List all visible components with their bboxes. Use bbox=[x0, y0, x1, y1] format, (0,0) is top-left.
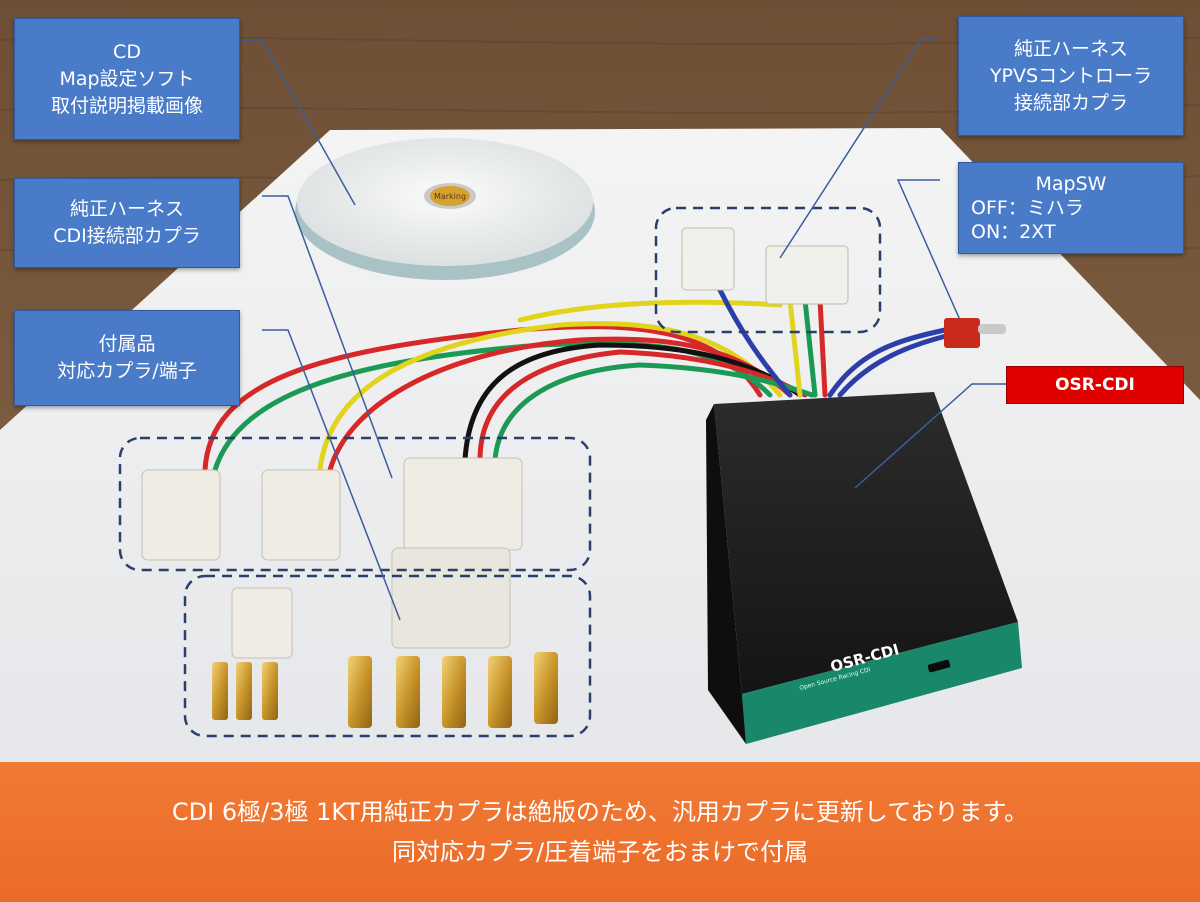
callout-cd-line-3: 取付説明掲載画像 bbox=[50, 94, 203, 117]
callout-ypvs-line-1: 純正ハーネス bbox=[1013, 37, 1128, 60]
osr-cdi-device: OSR-CDI Open Source Racing CDI bbox=[706, 392, 1022, 744]
callout-accessories: 付属品 対応カプラ/端子 bbox=[14, 310, 240, 406]
banner-line-2: 同対応カプラ/圧着端子をおまけで付属 bbox=[391, 838, 809, 866]
svg-text:Marking: Marking bbox=[434, 192, 466, 201]
callout-cd-line-2: Map設定ソフト bbox=[59, 67, 195, 90]
banner-line-1: CDI 6極/3極 1KT用純正カプラは絶版のため、汎用カプラに更新しております… bbox=[171, 798, 1029, 826]
cdi-group-outline bbox=[118, 436, 592, 572]
callout-osr-cdi: OSR-CDI bbox=[1006, 366, 1184, 404]
connector-6pin-female bbox=[391, 547, 511, 649]
map-switch bbox=[944, 318, 980, 348]
callout-cd: CD Map設定ソフト 取付説明掲載画像 bbox=[14, 18, 240, 140]
connector-3pin bbox=[231, 587, 293, 659]
connector-b bbox=[261, 469, 341, 561]
ypvs-connector-small bbox=[681, 227, 735, 291]
connector-a bbox=[141, 469, 221, 561]
callout-cd-line-1: CD bbox=[113, 40, 141, 63]
callout-cdi-connector: 純正ハーネス CDI接続部カプラ bbox=[14, 178, 240, 268]
callout-mapsw-title: MapSW bbox=[1035, 173, 1107, 195]
callout-cdi-line-1: 純正ハーネス bbox=[69, 198, 184, 220]
terminals-group-outline bbox=[183, 574, 592, 738]
callout-mapsw-off: OFF：ミハラ bbox=[971, 197, 1084, 219]
bottom-banner: CDI 6極/3極 1KT用純正カプラは絶版のため、汎用カプラに更新しております… bbox=[0, 762, 1200, 902]
callout-ypvs-connector: 純正ハーネス YPVSコントローラ 接続部カプラ bbox=[958, 16, 1184, 136]
callout-cdi-line-2: CDI接続部カプラ bbox=[53, 225, 201, 247]
ypvs-connector-large bbox=[765, 245, 849, 305]
ypvs-group-outline bbox=[654, 206, 882, 334]
callout-accessories-line-1: 付属品 bbox=[98, 333, 156, 355]
callout-mapsw: MapSW OFF：ミハラ ON：2XT bbox=[958, 162, 1184, 254]
callout-accessories-line-2: 対応カプラ/端子 bbox=[57, 360, 197, 382]
callout-ypvs-line-3: 接続部カプラ bbox=[1013, 91, 1128, 114]
callout-ypvs-line-2: YPVSコントローラ bbox=[989, 64, 1153, 87]
connector-6pin bbox=[403, 457, 523, 551]
callout-mapsw-on: ON：2XT bbox=[971, 221, 1056, 243]
crimp-terminals bbox=[212, 652, 558, 728]
